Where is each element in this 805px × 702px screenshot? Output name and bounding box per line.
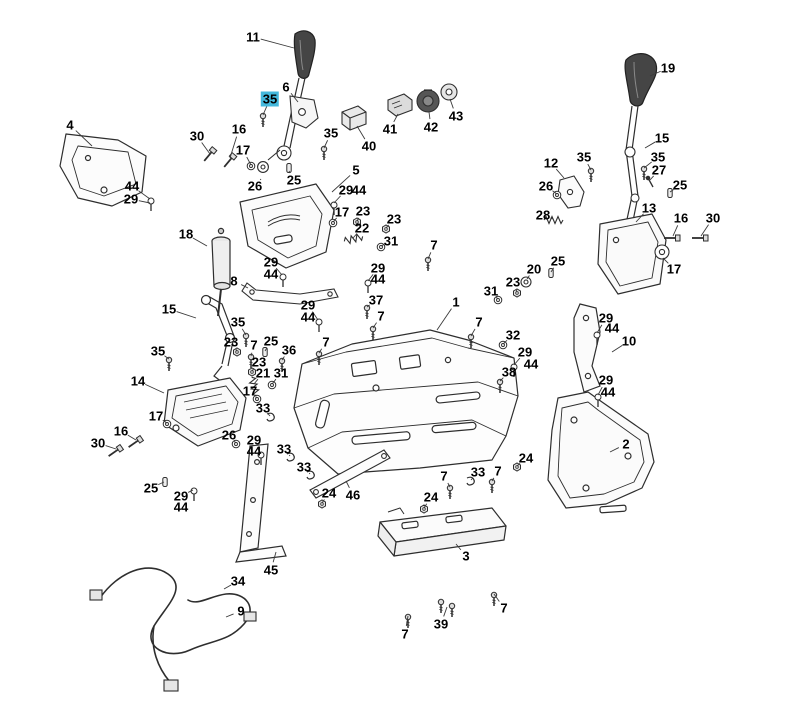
- part-bracket-6: [289, 95, 319, 129]
- part-plate-5: [239, 183, 335, 269]
- part-pin-27: [645, 175, 654, 188]
- part-cap-43: [440, 83, 458, 101]
- part-switch-41: [387, 93, 413, 117]
- part-switch-40: [341, 105, 367, 131]
- part-bracket-10: [573, 303, 601, 393]
- part-bracket-13: [597, 213, 667, 295]
- part-harness-9: [89, 567, 257, 692]
- part-damper-18: [211, 227, 231, 317]
- part-base-3: [377, 507, 507, 557]
- part-support-45: [235, 443, 287, 563]
- part-strap-8: [241, 282, 339, 305]
- part-bracket-2: [547, 391, 655, 514]
- part-bracket-4: [59, 133, 147, 207]
- part-pivot-top: [257, 145, 292, 173]
- part-knob-20: [520, 276, 532, 288]
- part-rod-46: [309, 449, 391, 499]
- part-handle-19: [624, 53, 658, 227]
- part-knob-42: [416, 89, 440, 113]
- part-main-frame-1: [293, 329, 519, 475]
- part-washer-17-right: [654, 244, 670, 260]
